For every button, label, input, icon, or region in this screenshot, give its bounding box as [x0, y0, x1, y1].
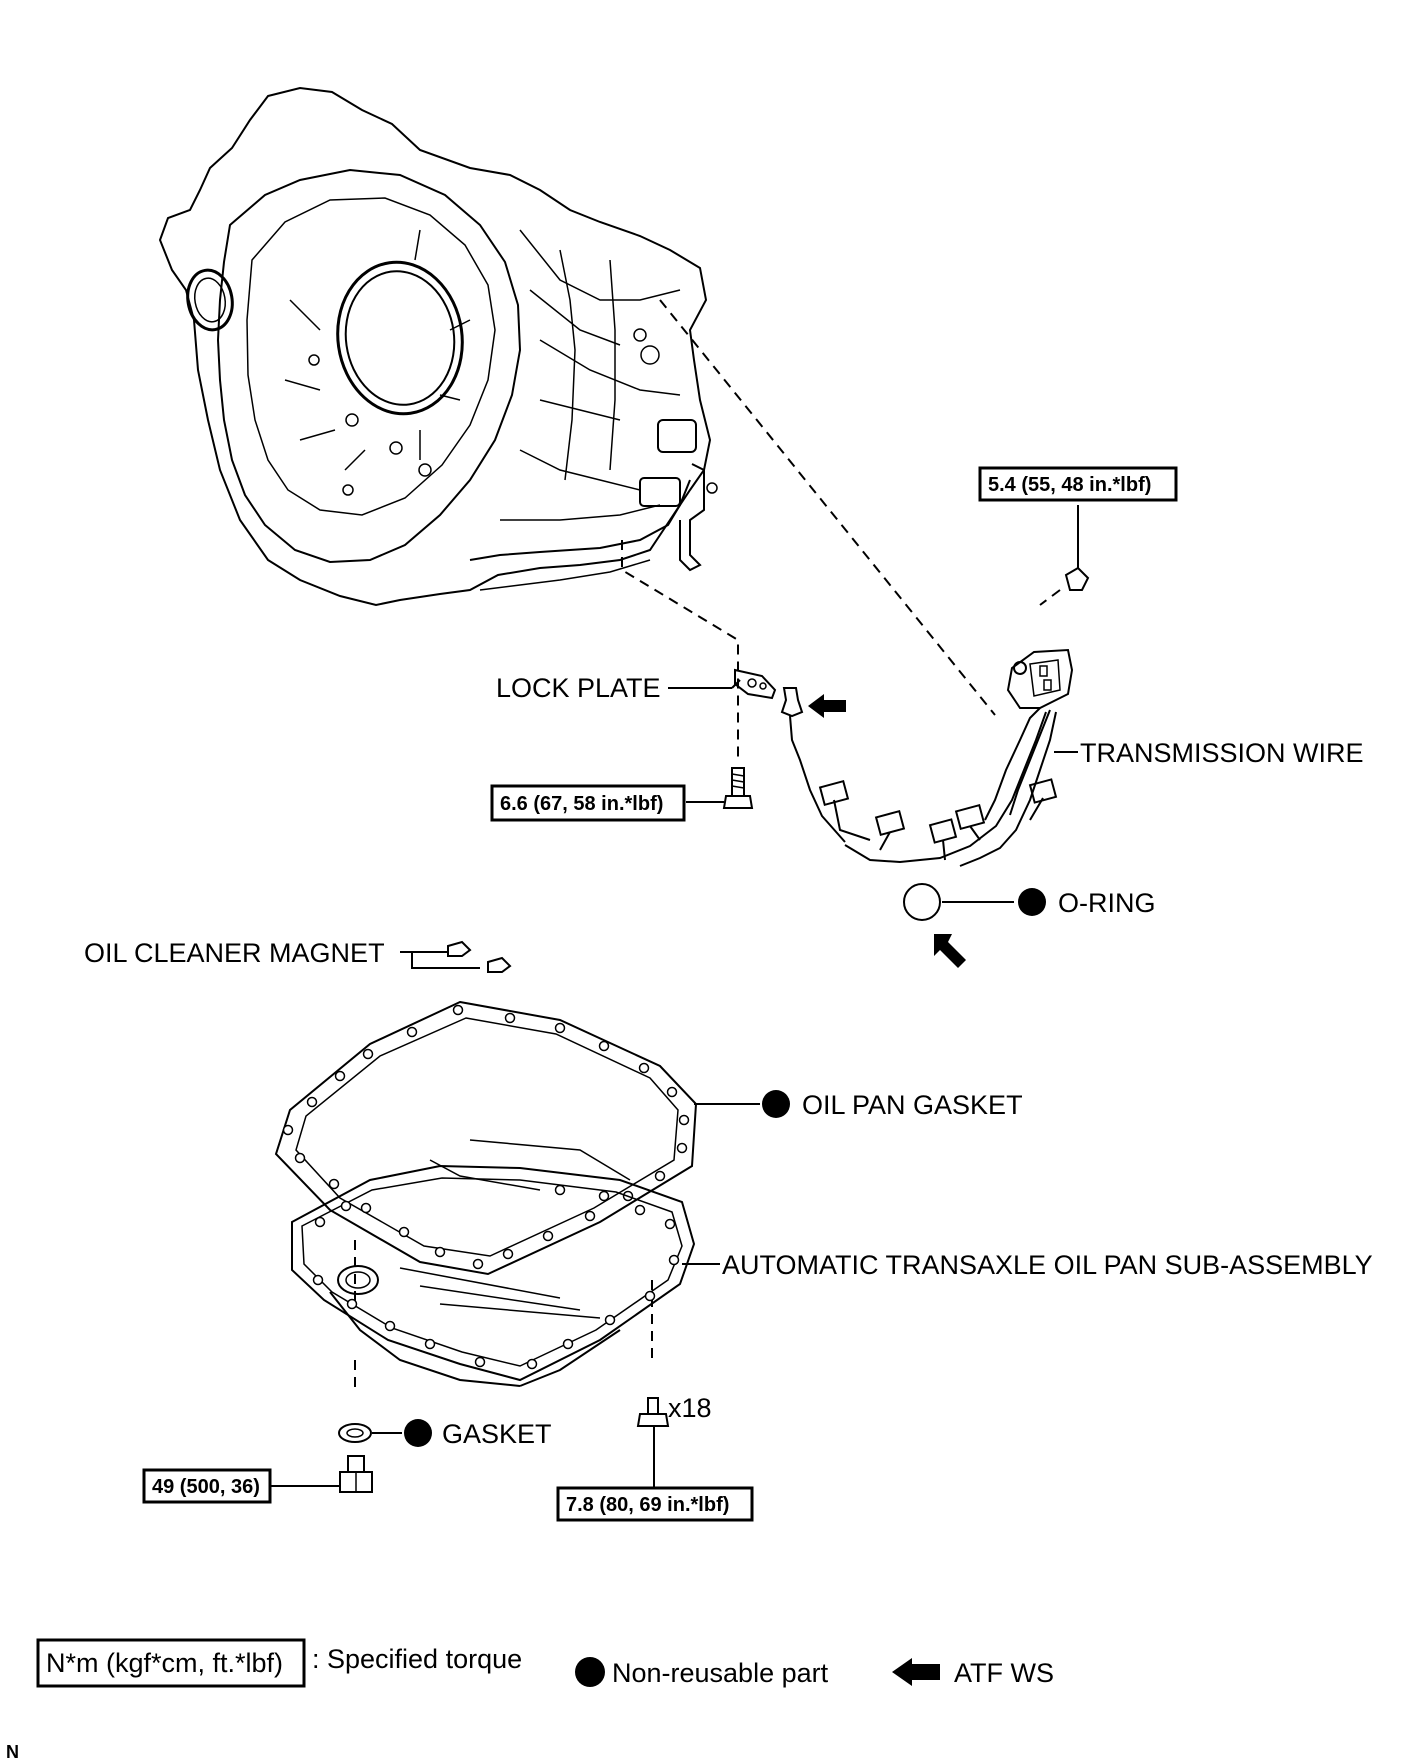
- gasket-bolt-hole: [502, 1248, 514, 1260]
- gasket-bolt-hole: [638, 1062, 650, 1074]
- gasket-bolt-hole: [678, 1114, 690, 1126]
- lock-plate-label: LOCK PLATE: [496, 673, 661, 703]
- pan-bolt-hole: [644, 1290, 656, 1302]
- oil-pan-gasket-part: [274, 1000, 698, 1276]
- speed-sensor-part: [780, 687, 846, 843]
- pan-bolt-hole: [340, 1200, 352, 1212]
- lock-plate-part: [668, 668, 777, 700]
- pan-bolt-hole: [384, 1320, 396, 1332]
- pan-bolt-hole: [562, 1338, 574, 1350]
- pan-bolt-torque-box: [556, 1486, 754, 1522]
- legend: N*m (kgf*cm, ft.*lbf) : Specified torque…: [36, 1638, 1054, 1688]
- pan-bolt-part: [636, 1397, 670, 1488]
- pan-bolt-hole: [664, 1218, 676, 1230]
- drain-plug-torque-box: [142, 1468, 272, 1504]
- assembly-dashed-lines: [354, 299, 1061, 1390]
- transaxle-case-drawing: [158, 86, 718, 607]
- legend-torque-desc: : Specified torque: [312, 1644, 522, 1674]
- gasket-bolt-hole: [328, 1178, 340, 1190]
- pan-bolt-hole: [598, 1190, 610, 1202]
- pan-bolt-hole: [346, 1298, 358, 1310]
- gasket-bolt-hole: [294, 1152, 306, 1164]
- gasket-bolt-hole: [504, 1012, 516, 1024]
- o-ring-part: [903, 883, 941, 921]
- gasket-bolt-hole: [360, 1202, 372, 1214]
- oil-pan-label: AUTOMATIC TRANSAXLE OIL PAN SUB-ASSEMBLY: [722, 1250, 1373, 1280]
- transmission-wire-label: TRANSMISSION WIRE: [1080, 738, 1364, 768]
- pan-bolt-torque: 7.8 (80, 69 in.*lbf): [566, 1494, 729, 1516]
- transmission-wire-harness: [818, 648, 1078, 867]
- gasket-bolt-hole: [598, 1040, 610, 1052]
- legend-atf-arrow: [892, 1658, 940, 1686]
- lock-plate-bolt: [686, 767, 754, 809]
- atf-arrow-sensor: [808, 694, 846, 718]
- oil-cleaner-magnet-label: OIL CLEANER MAGNET: [84, 938, 385, 968]
- gasket-bolt-hole: [306, 1096, 318, 1108]
- drain-plug-part: [339, 1455, 373, 1493]
- gasket-bolt-hole: [554, 1022, 566, 1034]
- pan-bolt-hole: [526, 1358, 538, 1370]
- o-ring-label: O-RING: [1058, 888, 1156, 918]
- legend-torque-units: N*m (kgf*cm, ft.*lbf): [46, 1648, 283, 1678]
- wire-torque-box: [978, 466, 1178, 502]
- gasket-bolt-hole: [398, 1226, 410, 1238]
- gasket-bolt-hole: [472, 1258, 484, 1270]
- gasket-bolt-hole: [542, 1230, 554, 1242]
- legend-torque-box: [36, 1638, 306, 1688]
- non-reusable-mark-gasket: [404, 1419, 432, 1447]
- pan-bolt-hole: [634, 1204, 646, 1216]
- wire-torque: 5.4 (55, 48 in.*lbf): [988, 474, 1151, 496]
- wire-bolt: [1064, 505, 1090, 591]
- gasket-bolt-hole: [654, 1170, 666, 1182]
- pan-bolt-hole: [314, 1216, 326, 1228]
- pan-bolt-hole: [474, 1356, 486, 1368]
- gasket-bolt-hole: [334, 1070, 346, 1082]
- pan-bolt-hole: [604, 1314, 616, 1326]
- non-reusable-mark-pan-gasket: [762, 1090, 790, 1118]
- gasket-bolt-hole: [666, 1086, 678, 1098]
- pan-bolt-hole: [668, 1254, 680, 1266]
- gasket-bolt-hole: [406, 1026, 418, 1038]
- gasket-bolt-hole: [362, 1048, 374, 1060]
- oil-pan-part: [291, 1139, 696, 1387]
- pan-bolt-hole: [554, 1184, 566, 1196]
- legend-atf-text: ATF WS: [954, 1658, 1054, 1688]
- atf-arrow-o-ring: [934, 934, 966, 968]
- legend-non-reusable-text: Non-reusable part: [612, 1658, 829, 1688]
- lock-plate-torque-box: [490, 784, 686, 822]
- oil-pan-gasket-holes: [282, 1004, 690, 1270]
- gasket-bolt-hole: [452, 1004, 464, 1016]
- pan-bolt-hole: [424, 1338, 436, 1350]
- gasket-bolt-hole: [434, 1246, 446, 1258]
- oil-pan-gasket-label: OIL PAN GASKET: [802, 1090, 1023, 1120]
- gasket-bolt-hole: [676, 1142, 688, 1154]
- non-reusable-mark-o-ring: [1018, 888, 1046, 916]
- pan-bolt-count: x18: [668, 1393, 712, 1423]
- drain-gasket-part: [338, 1423, 372, 1443]
- corner-mark: N: [6, 1742, 19, 1762]
- legend-non-reusable-dot: [575, 1657, 605, 1687]
- gasket-label: GASKET: [442, 1419, 552, 1449]
- oil-cleaner-magnets: [400, 940, 512, 973]
- pan-bolt-hole: [312, 1274, 324, 1286]
- drain-plug-torque: 49 (500, 36): [152, 1476, 260, 1498]
- oil-pan-flange-holes: [312, 1184, 680, 1370]
- gasket-bolt-hole: [282, 1124, 294, 1136]
- lock-plate-torque: 6.6 (67, 58 in.*lbf): [500, 793, 663, 815]
- gasket-bolt-hole: [584, 1210, 596, 1222]
